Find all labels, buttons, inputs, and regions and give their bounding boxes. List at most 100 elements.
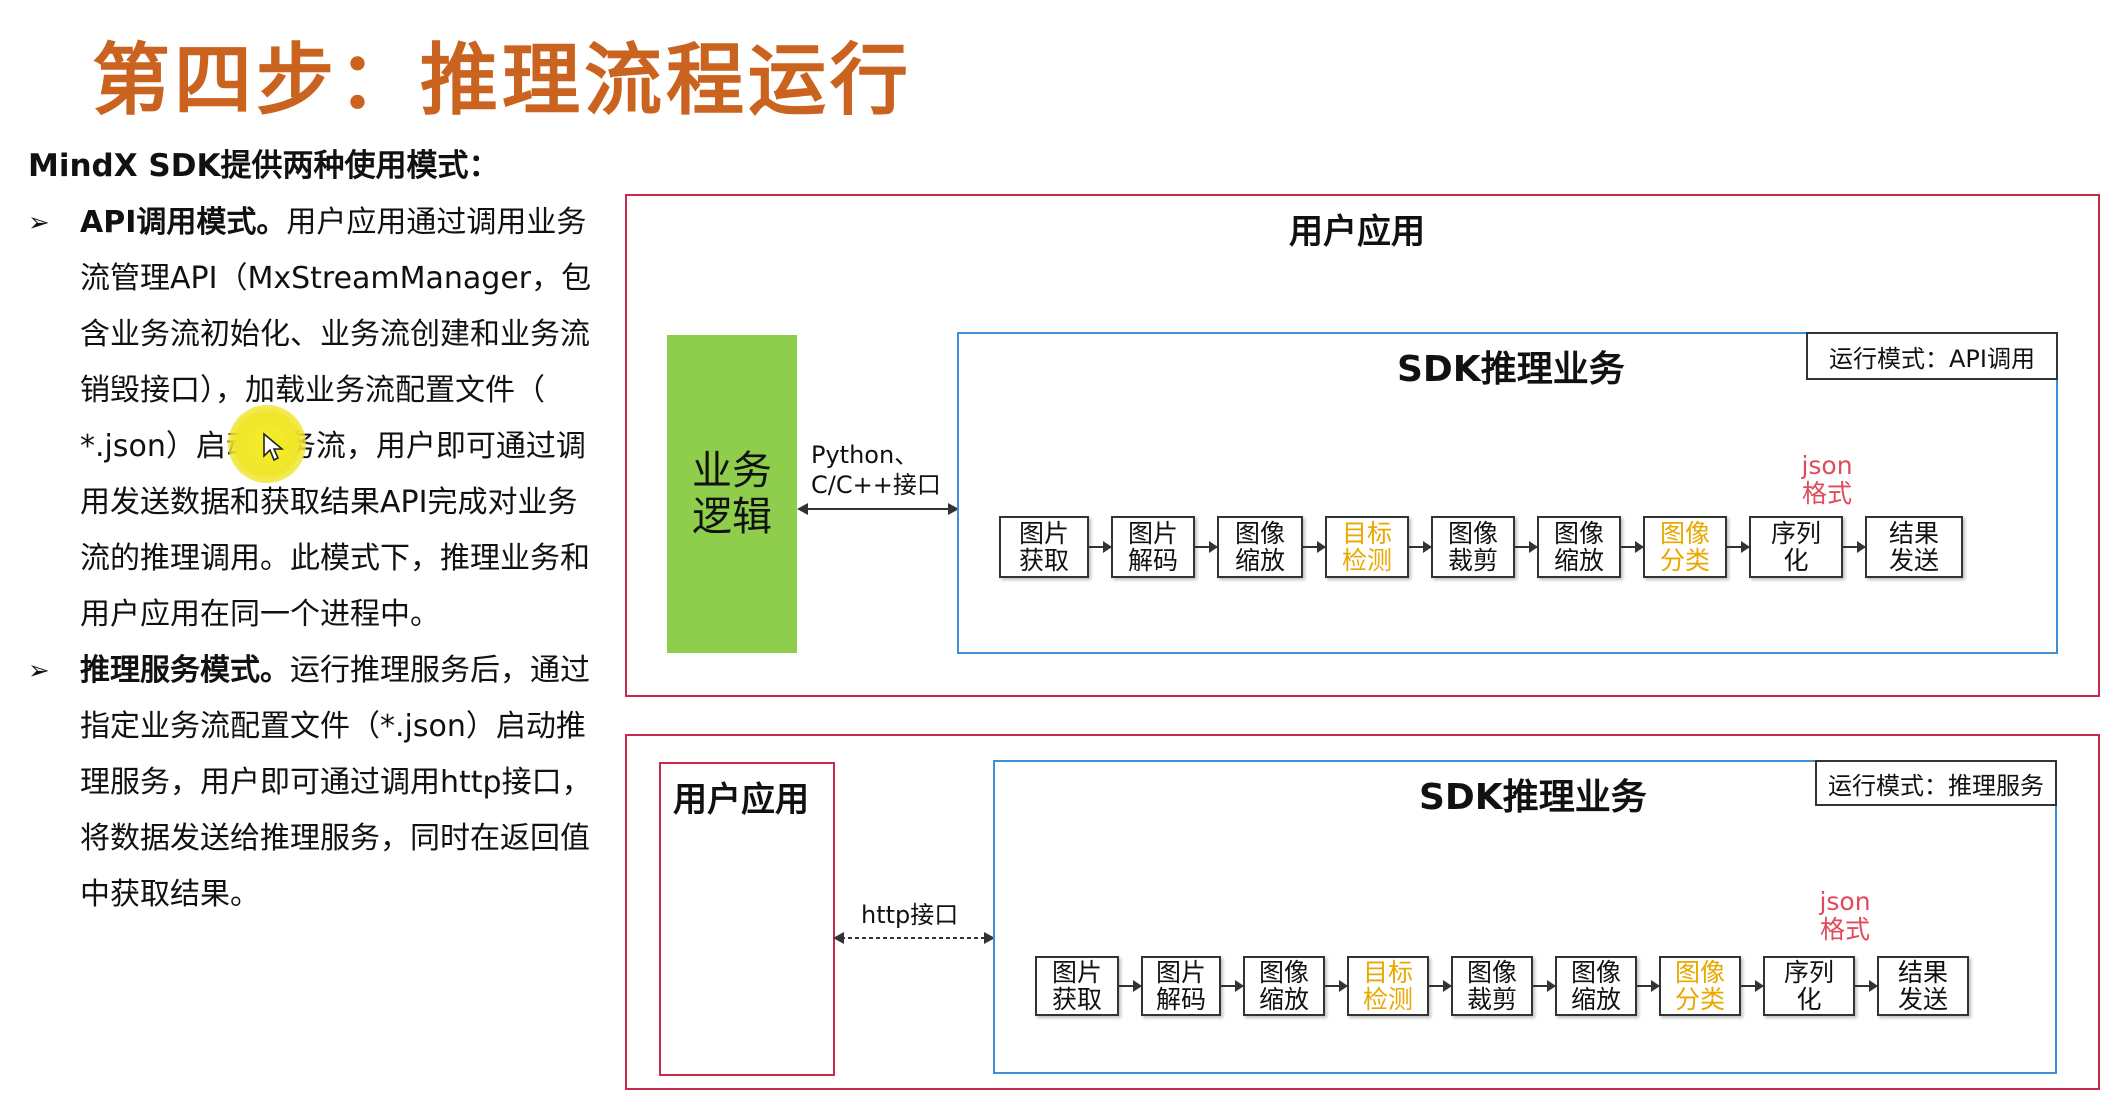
pipeline-step-label: 化 bbox=[1796, 985, 1822, 1014]
connector-arrow-icon bbox=[1089, 541, 1112, 553]
pipeline-step: 序列化 bbox=[1763, 956, 1855, 1016]
pipeline-step-label: 图片 bbox=[1155, 958, 1206, 987]
pipeline-step: 图像缩放 bbox=[1537, 516, 1621, 578]
app-title: 用户应用 bbox=[673, 780, 809, 820]
bullet-line: *.json）启动业务流，用户即可通过调 bbox=[80, 429, 586, 464]
pipeline-step-label: 结果 bbox=[1888, 519, 1939, 548]
pipeline-step-label: 解码 bbox=[1127, 546, 1178, 575]
pipeline-step: 图像裁剪 bbox=[1451, 956, 1533, 1016]
cursor-arrow-icon bbox=[263, 432, 284, 462]
mode-badge: 运行模式：API调用 bbox=[1806, 332, 2058, 380]
pipeline-step-label: 获取 bbox=[1018, 546, 1069, 575]
api-mode-diagram: 用户应用 业务 逻辑 Python、 C/C++接口 SDK推理业务 运行模式：… bbox=[625, 194, 2100, 697]
bullet-line: API调用模式。用户应用通过调用业务 bbox=[80, 195, 623, 251]
pipeline-step-label: 图像 bbox=[1674, 958, 1725, 987]
pipeline-step-label: 发送 bbox=[1897, 985, 1948, 1014]
connector-arrow-icon bbox=[1843, 541, 1866, 553]
pipeline-step-label: 分类 bbox=[1674, 985, 1725, 1014]
service-mode-diagram: 用户应用 http接口 SDK推理业务 运行模式：推理服务 json 格式 图片… bbox=[625, 734, 2100, 1090]
connector-arrow-icon bbox=[1515, 541, 1538, 553]
pipeline-step: 目标检测 bbox=[1347, 956, 1429, 1016]
pipeline-step-label: 图像 bbox=[1659, 519, 1710, 548]
pipeline-step-label: 图像 bbox=[1553, 519, 1604, 548]
bullet-arrow-icon: ➢ bbox=[28, 208, 50, 238]
intro-text: MindX SDK提供两种使用模式： bbox=[28, 148, 500, 184]
bullet-line: 流管理API（MxStreamManager，包 bbox=[80, 261, 592, 296]
pipeline-step-label: 图像 bbox=[1258, 958, 1309, 987]
interface-label: Python、 C/C++接口 bbox=[811, 440, 941, 500]
bullet-text: 运行推理服务后，通过 bbox=[290, 653, 590, 688]
bullet-lead: API调用模式。 bbox=[80, 205, 287, 240]
pipeline-step-label: 序列 bbox=[1783, 958, 1834, 987]
bullet-api-mode: ➢ API调用模式。用户应用通过调用业务 流管理API（MxStreamMana… bbox=[28, 195, 623, 643]
json-note-line: 格式 bbox=[1819, 915, 1870, 944]
pipeline-step: 结果发送 bbox=[1877, 956, 1969, 1016]
pipeline-step-label: 图片 bbox=[1051, 958, 1102, 987]
pipeline-step: 目标检测 bbox=[1325, 516, 1409, 578]
connector-arrow-icon bbox=[1303, 541, 1326, 553]
pipeline-step-label: 图片 bbox=[1018, 519, 1069, 548]
pipeline-step: 图像分类 bbox=[1643, 516, 1727, 578]
bidirectional-arrow-icon bbox=[797, 503, 959, 515]
user-app-box: 用户应用 bbox=[659, 762, 835, 1076]
mode-badge: 运行模式：推理服务 bbox=[1815, 760, 2057, 806]
pipeline-step-label: 图片 bbox=[1127, 519, 1178, 548]
json-note-line: json bbox=[1819, 887, 1871, 916]
pipeline-step: 图像缩放 bbox=[1217, 516, 1303, 578]
pipeline-step-label: 发送 bbox=[1888, 546, 1939, 575]
pipeline-step-label: 缩放 bbox=[1570, 985, 1621, 1014]
pipeline-step: 图像裁剪 bbox=[1431, 516, 1515, 578]
pipeline-step-label: 分类 bbox=[1659, 546, 1710, 575]
json-format-note: json 格式 bbox=[1815, 888, 1875, 944]
connector-arrow-icon bbox=[1195, 541, 1218, 553]
bullet-line: 中获取结果。 bbox=[80, 877, 260, 912]
connector-arrow-icon bbox=[1727, 541, 1750, 553]
interface-label: http接口 bbox=[861, 901, 959, 929]
json-note-line: json bbox=[1801, 451, 1853, 480]
pipeline-step: 图片解码 bbox=[1111, 516, 1195, 578]
pipeline-step-label: 解码 bbox=[1155, 985, 1206, 1014]
slide-title: 第四步：推理流程运行 bbox=[92, 36, 913, 126]
connector-arrow-icon bbox=[1741, 980, 1764, 992]
pipeline-step-label: 检测 bbox=[1362, 985, 1413, 1014]
connector-arrow-icon bbox=[1429, 980, 1452, 992]
business-logic-box: 业务 逻辑 bbox=[667, 335, 797, 653]
connector-arrow-icon bbox=[1325, 980, 1348, 992]
interface-label-line: Python、 bbox=[811, 441, 919, 469]
pipeline-step: 图片获取 bbox=[999, 516, 1089, 578]
pipeline-step-label: 缩放 bbox=[1258, 985, 1309, 1014]
connector-arrow-icon bbox=[1855, 980, 1878, 992]
pipeline-step: 图片解码 bbox=[1141, 956, 1221, 1016]
pipeline-step: 图像缩放 bbox=[1243, 956, 1325, 1016]
pipeline-step-label: 获取 bbox=[1051, 985, 1102, 1014]
sdk-inference-box: SDK推理业务 运行模式：推理服务 json 格式 图片获取图片解码图像缩放目标… bbox=[993, 760, 2057, 1074]
pipeline-step-label: 检测 bbox=[1341, 546, 1392, 575]
pipeline-step: 图片获取 bbox=[1035, 956, 1119, 1016]
pipeline-step-label: 图像 bbox=[1234, 519, 1285, 548]
json-format-note: json 格式 bbox=[1797, 452, 1857, 508]
pipeline-step-label: 裁剪 bbox=[1466, 985, 1517, 1014]
bullet-line: 销毁接口），加载业务流配置文件（ bbox=[80, 373, 545, 408]
bullet-line: 含业务流初始化、业务流创建和业务流 bbox=[80, 317, 590, 352]
bidirectional-arrow-icon bbox=[833, 932, 995, 944]
bullet-line: 理服务，用户即可通过调用http接口， bbox=[80, 765, 592, 800]
logic-label: 逻辑 bbox=[692, 494, 772, 540]
json-note-line: 格式 bbox=[1801, 479, 1852, 508]
pipeline-step-label: 图像 bbox=[1570, 958, 1621, 987]
pipeline-step: 图像分类 bbox=[1659, 956, 1741, 1016]
pipeline-step-label: 目标 bbox=[1341, 519, 1392, 548]
sdk-title: SDK推理业务 bbox=[1397, 349, 1625, 390]
connector-arrow-icon bbox=[1621, 541, 1644, 553]
interface-label-line: C/C++接口 bbox=[811, 471, 941, 499]
connector-arrow-icon bbox=[1409, 541, 1432, 553]
pipeline-step-label: 图像 bbox=[1447, 519, 1498, 548]
pipeline-step-label: 序列 bbox=[1770, 519, 1821, 548]
pipeline-step-label: 化 bbox=[1783, 546, 1809, 575]
sdk-inference-box: SDK推理业务 运行模式：API调用 json 格式 图片获取图片解码图像缩放目… bbox=[957, 332, 2058, 654]
pipeline-step-label: 图像 bbox=[1466, 958, 1517, 987]
bullet-text: 用户应用通过调用业务 bbox=[286, 205, 587, 240]
bullet-lead: 推理服务模式。 bbox=[80, 653, 290, 688]
bullet-list: ➢ API调用模式。用户应用通过调用业务 流管理API（MxStreamMana… bbox=[28, 195, 623, 923]
bullet-line: 用发送数据和获取结果API完成对业务 bbox=[80, 485, 578, 520]
connector-arrow-icon bbox=[1221, 980, 1244, 992]
